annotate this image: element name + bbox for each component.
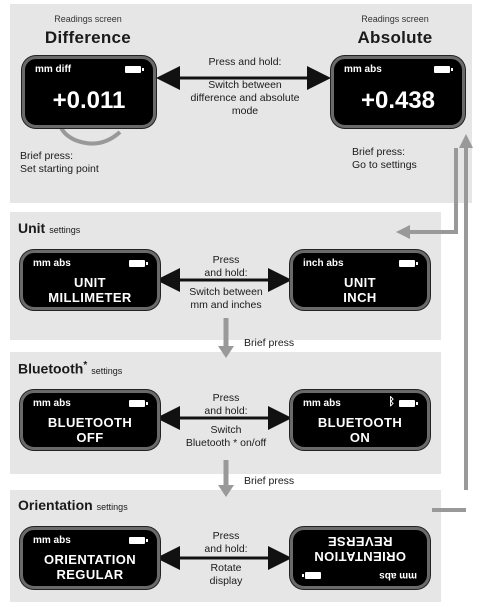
screen-header: inch abs [303, 258, 344, 269]
absolute-value: +0.438 [360, 87, 436, 114]
bluetooth-off-screen[interactable]: mm abs BLUETOOTH OFF [20, 390, 160, 450]
unit-instruction: Press and hold: Switch between mm and in… [189, 254, 263, 311]
brief-press-label-2: Brief press [244, 475, 295, 487]
difference-value: +0.011 [52, 87, 126, 114]
screen-header: mm abs [344, 64, 382, 75]
unit-millimeter-screen[interactable]: mm abs UNIT MILLIMETER [20, 250, 160, 310]
unit-inch-screen[interactable]: inch abs UNIT INCH [290, 250, 430, 310]
screen-header: mm abs [33, 258, 71, 269]
orientation-instruction: Press and hold: Rotate display [204, 530, 248, 587]
battery-icon [129, 400, 148, 407]
difference-title: Difference [44, 28, 132, 47]
screen-header: mm abs [33, 398, 71, 409]
screen-header: mm diff [35, 64, 72, 75]
battery-icon [129, 537, 148, 544]
difference-readout-screen[interactable]: mm diff +0.011 [22, 56, 156, 128]
battery-icon [434, 66, 453, 73]
absolute-caption: Readings screen [361, 14, 429, 24]
battery-icon [129, 260, 148, 267]
rotated-display-content: mm abs ORIENTATION REVERSE [293, 530, 427, 586]
orientation-regular-screen[interactable]: mm abs ORIENTATION REGULAR [20, 527, 160, 589]
absolute-readout-screen[interactable]: mm abs +0.438 [331, 56, 465, 128]
bluetooth-icon: ᛒ [388, 396, 395, 408]
absolute-title: Absolute [357, 28, 433, 47]
readings-instruction: Press and hold: Switch between differenc… [190, 56, 300, 117]
screen-header: mm abs [379, 570, 417, 581]
bluetooth-section-title: Bluetooth*settings [18, 360, 123, 377]
bluetooth-instruction: Press and hold: Switch Bluetooth * on/of… [185, 392, 267, 449]
battery-icon [399, 260, 418, 267]
battery-icon [399, 400, 418, 407]
screen-header: mm abs [33, 535, 71, 546]
battery-icon [125, 66, 144, 73]
battery-icon [305, 572, 321, 579]
set-starting-point-note: Brief press: Set starting point [20, 150, 99, 175]
screen-header: mm abs [303, 398, 341, 409]
go-to-settings-note: Brief press: Go to settings [352, 146, 417, 171]
bluetooth-on-screen[interactable]: mm abs ᛒ BLUETOOTH ON [290, 390, 430, 450]
orientation-reverse-screen[interactable]: mm abs ORIENTATION REVERSE [290, 527, 430, 589]
brief-press-label-1: Brief press [244, 337, 295, 349]
difference-caption: Readings screen [54, 14, 122, 24]
